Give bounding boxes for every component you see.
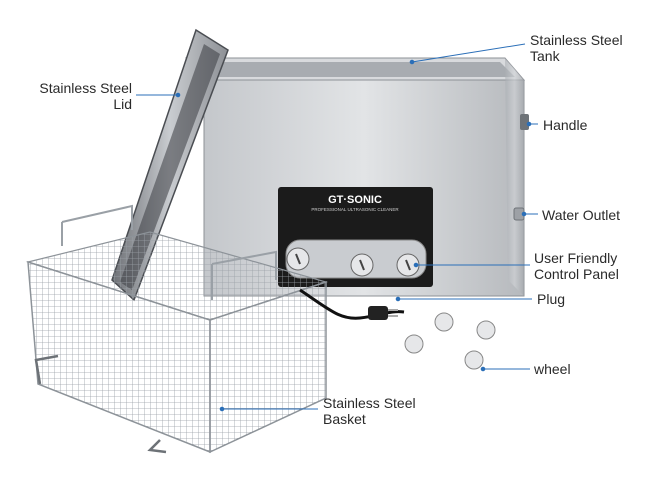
label-basket: Stainless Steel Basket — [323, 395, 416, 427]
control-panel: GT·SONIC PROFESSIONAL ULTRASONIC CLEANER — [278, 187, 433, 287]
plug — [299, 288, 405, 320]
handle — [520, 114, 529, 130]
label-control-panel: User Friendly Control Panel — [534, 250, 619, 282]
brand-subtitle: PROFESSIONAL ULTRASONIC CLEANER — [311, 207, 399, 212]
label-handle: Handle — [543, 117, 588, 133]
wheels — [404, 312, 496, 370]
label-lid: Stainless Steel Lid — [39, 80, 132, 112]
brand-logo: GT·SONIC — [328, 194, 382, 206]
label-plug: Plug — [537, 291, 566, 307]
label-tank: Stainless Steel Tank — [530, 32, 623, 64]
callout-lines — [136, 43, 538, 412]
label-wheel: wheel — [534, 361, 571, 377]
label-water-outlet: Water Outlet — [542, 207, 621, 223]
